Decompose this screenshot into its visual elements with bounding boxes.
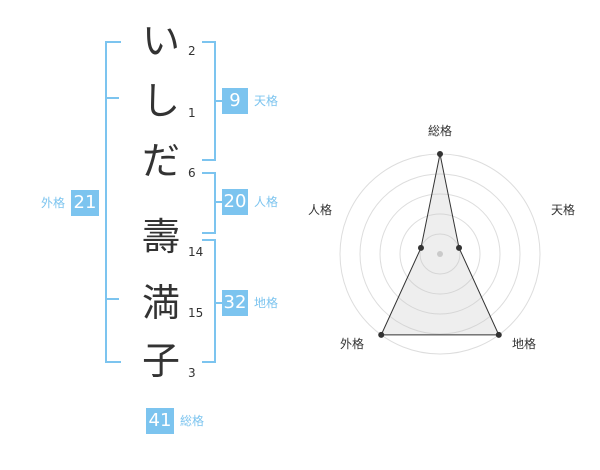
bracket-divider [105, 97, 119, 99]
radar-label-tenkaku: 天格 [551, 203, 576, 217]
jinkaku-bracket [202, 172, 216, 234]
bracket-divider [105, 298, 119, 300]
radar-label-soukaku: 総格 [428, 124, 453, 138]
jinkaku-label: 人格 [254, 195, 279, 209]
soukaku-badge: 41 [146, 408, 174, 434]
radar-label-chikaku: 地格 [512, 337, 537, 351]
radar-grid-ring [399, 213, 481, 295]
stroke-count-2: 1 [188, 106, 196, 120]
bracket-connector [214, 100, 222, 102]
radar-grid-ring [359, 173, 521, 335]
tenkaku-label: 天格 [254, 94, 279, 108]
name-char-6: 子 [141, 339, 180, 383]
radar-grid-ring [419, 233, 461, 275]
name-char-4: 壽 [141, 215, 180, 259]
radar-point-3 [378, 331, 385, 338]
radar-label-gaikaku: 外格 [340, 337, 365, 351]
gaikaku-label: 外格 [41, 196, 66, 210]
chikaku-badge: 32 [222, 290, 248, 316]
jinkaku-badge: 20 [222, 189, 248, 215]
radar-point-2 [495, 331, 502, 338]
stroke-count-5: 15 [188, 306, 204, 320]
radar-chart [339, 151, 541, 355]
radar-polygon [380, 153, 500, 336]
radar-center [437, 251, 443, 257]
chikaku-bracket [202, 239, 216, 363]
gaikaku-badge: 21 [71, 190, 99, 216]
stroke-count-3: 6 [188, 166, 196, 180]
stroke-count-4: 14 [188, 245, 204, 259]
name-char-3: だ [141, 139, 180, 183]
name-char-1: い [141, 19, 180, 63]
chikaku-label: 地格 [254, 296, 279, 310]
name-char-5: 満 [141, 281, 180, 325]
gaikaku-bracket [105, 41, 121, 363]
stroke-count-1: 2 [188, 44, 196, 58]
bracket-connector [214, 302, 222, 304]
radar-point-1 [456, 244, 463, 251]
name-char-2: し [141, 79, 180, 123]
radar-point-4 [417, 244, 424, 251]
radar-grid-ring [379, 193, 501, 315]
stroke-count-6: 3 [188, 366, 196, 380]
bracket-connector [214, 201, 222, 203]
soukaku-label: 総格 [180, 414, 205, 428]
radar-label-jinkaku: 人格 [308, 203, 333, 217]
tenkaku-badge: 9 [222, 88, 248, 114]
radar-point-0 [437, 151, 443, 157]
